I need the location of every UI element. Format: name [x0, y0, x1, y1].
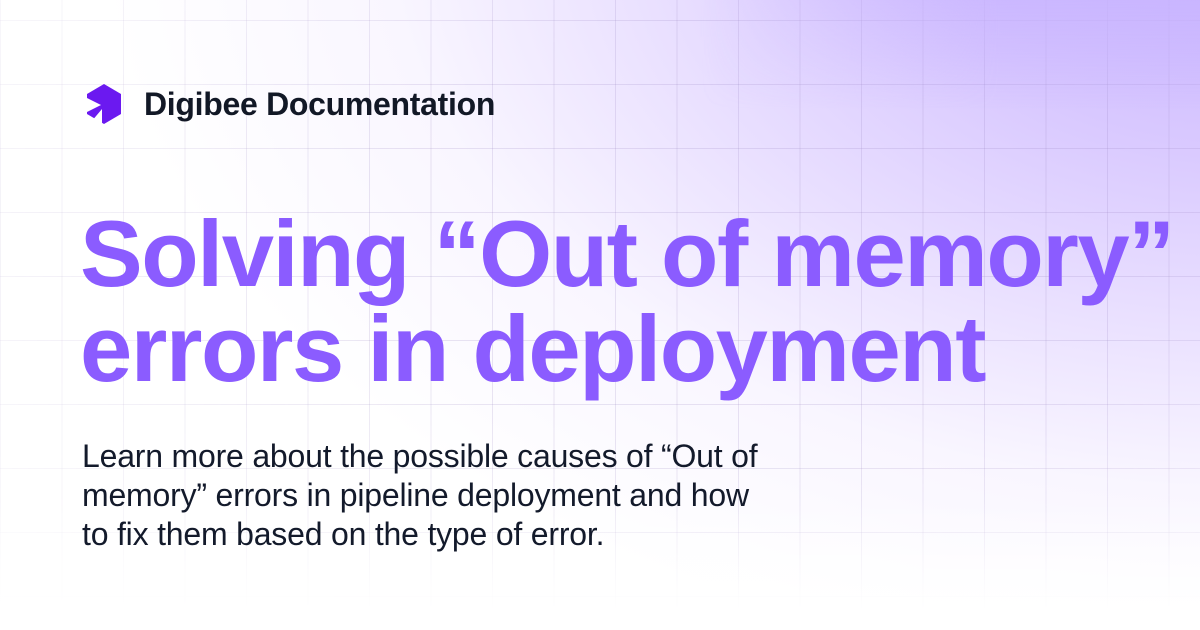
- description-line-3: to fix them based on the type of error.: [82, 516, 605, 552]
- brand-name: Digibee Documentation: [144, 86, 496, 122]
- description-line-2: memory” errors in pipeline deployment an…: [82, 477, 749, 513]
- page-description: Learn more about the possible causes of …: [82, 437, 862, 554]
- title-line-2: errors in deployment: [80, 296, 987, 401]
- bottom-fade: [0, 500, 1200, 630]
- digibee-hexagon-logo-icon: [87, 84, 121, 124]
- page-title: Solving “Out of memory” errors in deploy…: [80, 206, 1180, 396]
- description-line-1: Learn more about the possible causes of …: [82, 438, 758, 474]
- top-right-glow: [700, 0, 1200, 110]
- brand-header: Digibee Documentation: [86, 84, 495, 124]
- title-line-1: Solving “Out of memory”: [80, 201, 1175, 306]
